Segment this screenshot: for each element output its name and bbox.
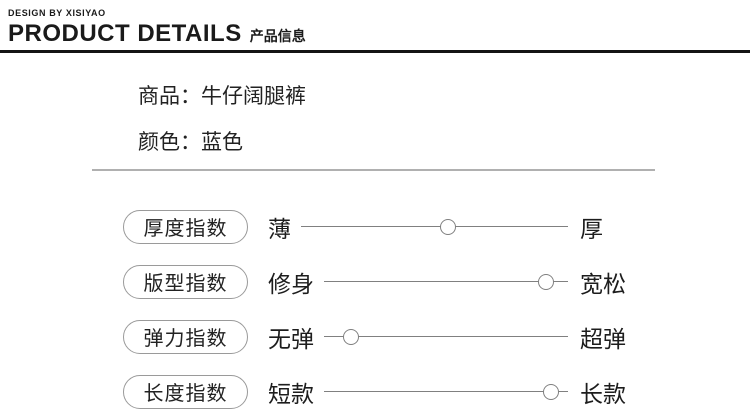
header-rule (0, 50, 750, 53)
slider-line (324, 280, 568, 282)
section-divider (92, 169, 655, 171)
scale-max-label: 超弹 (580, 325, 626, 352)
slider-line (301, 225, 568, 227)
product-name-line: 商品：牛仔阔腿裤 (138, 85, 306, 108)
scale-min-label: 薄 (268, 215, 291, 242)
slider-thumb (538, 273, 555, 290)
slider-line (324, 390, 568, 392)
spec-row-fit: 版型指数 修身 宽松 (0, 254, 750, 309)
spec-sliders: 厚度指数 薄 厚 版型指数 修身 宽松 弹力指数 无弹 超弹 (0, 199, 750, 416)
product-info: 商品：牛仔阔腿裤 颜色：蓝色 (0, 53, 750, 156)
product-color-line: 颜色：蓝色 (138, 131, 243, 154)
scale-min-label: 修身 (268, 270, 314, 297)
scale-max-label: 长款 (580, 380, 626, 407)
spec-label-pill: 长度指数 (123, 374, 248, 409)
spec-label-pill: 弹力指数 (123, 319, 248, 354)
spec-row-length: 长度指数 短款 长款 (0, 364, 750, 416)
spec-row-thickness: 厚度指数 薄 厚 (0, 199, 750, 254)
slider-track (324, 273, 568, 291)
spec-label-pill: 厚度指数 (123, 209, 248, 244)
spec-row-elasticity: 弹力指数 无弹 超弹 (0, 309, 750, 364)
page-title-cn: 产品信息 (249, 28, 306, 44)
slider-line (324, 335, 568, 337)
slider-thumb (439, 218, 456, 235)
title-line: PRODUCT DETAILS 产品信息 (8, 21, 750, 47)
scale-min-label: 无弹 (268, 325, 314, 352)
page-title: PRODUCT DETAILS (8, 20, 242, 47)
slider-track (324, 328, 568, 346)
header: DESIGN BY XISIYAO PRODUCT DETAILS 产品信息 (0, 0, 750, 47)
slider-thumb (542, 383, 559, 400)
scale-max-label: 厚 (580, 215, 603, 242)
spec-label-pill: 版型指数 (123, 264, 248, 299)
brand-text: DESIGN BY XISIYAO (8, 8, 106, 18)
slider-track (324, 383, 568, 401)
slider-thumb (342, 328, 359, 345)
slider-track (301, 218, 568, 236)
scale-min-label: 短款 (268, 380, 314, 407)
scale-max-label: 宽松 (580, 270, 626, 297)
